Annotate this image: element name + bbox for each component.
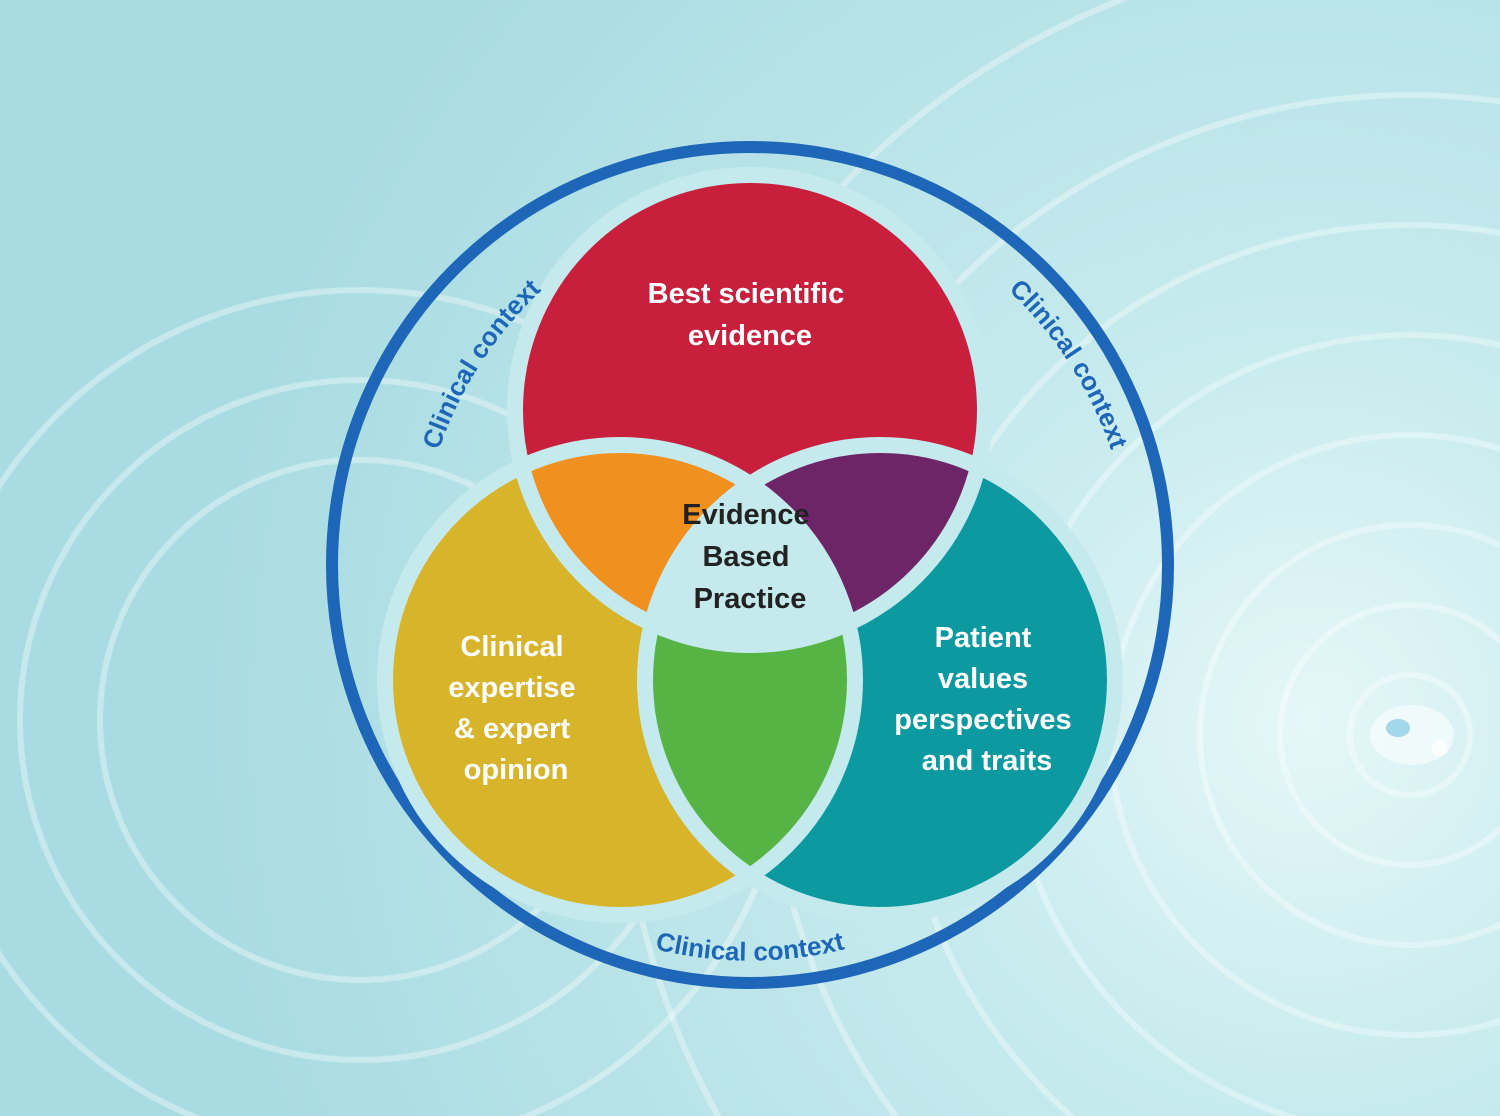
center-region — [645, 445, 855, 645]
label-best-scientific-evidence: Best scientific evidence — [648, 278, 853, 352]
venn-circles — [377, 167, 1123, 923]
label-evidence-based-practice: Evidence Based Practice — [682, 499, 817, 615]
label-patient-values: Patient values perspectives and traits — [894, 622, 1079, 777]
clinical-context-ring — [326, 141, 1174, 989]
water-droplet — [1370, 705, 1454, 765]
label-clinical-expertise: Clinical expertise & expert opinion — [448, 631, 583, 786]
